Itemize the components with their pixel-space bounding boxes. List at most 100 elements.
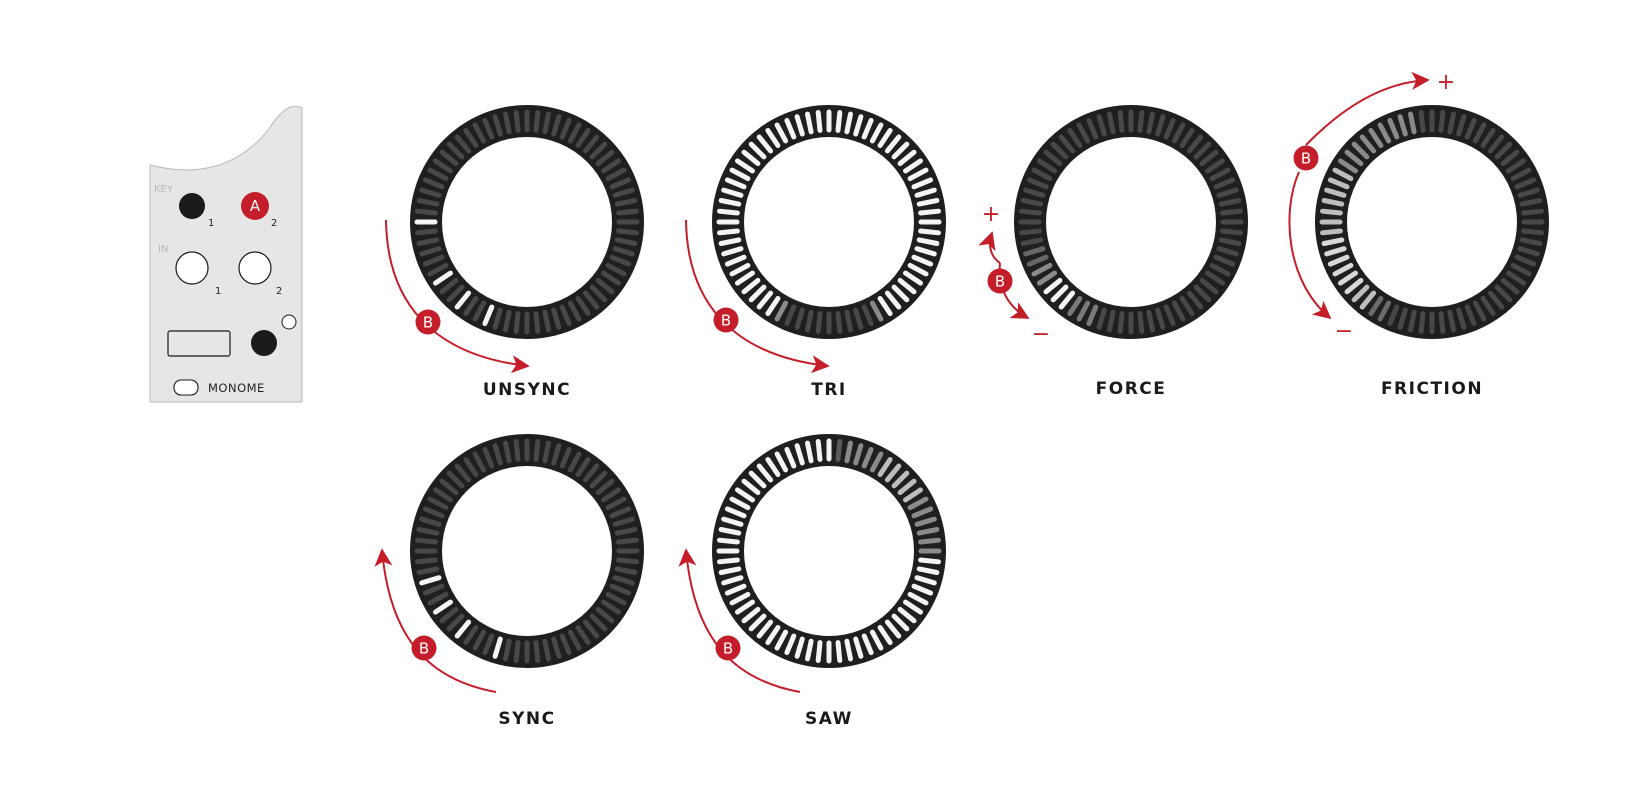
- ring-led-segment: [1199, 277, 1219, 295]
- ring-led-segment: [1472, 300, 1487, 322]
- ring-led-segment: [492, 307, 503, 330]
- ring-led-segment: [1050, 284, 1069, 303]
- ring-led-segment: [884, 463, 902, 483]
- ring-led-segment: [589, 141, 608, 160]
- ring-led-segment: [595, 478, 615, 496]
- ring-led-segment: [614, 198, 638, 207]
- in-1-jack[interactable]: [175, 251, 209, 285]
- ring-led-segment: [416, 566, 440, 575]
- ring-led-segment: [853, 443, 864, 466]
- ring-led-segment: [735, 158, 755, 174]
- ring-led-segment: [891, 141, 910, 160]
- ring-led-segment: [756, 134, 774, 154]
- force-arrow: + B −: [978, 202, 1050, 347]
- ring-led-segment: [869, 122, 884, 144]
- badge-b-text: B: [1301, 150, 1311, 168]
- ring-led-segment: [595, 606, 615, 624]
- ring-led-segment: [446, 141, 465, 160]
- usb-port[interactable]: [167, 330, 231, 357]
- ring-led-segment: [614, 566, 638, 575]
- ring-led-segment: [1107, 111, 1116, 135]
- ring-led-segment: [1480, 296, 1496, 316]
- ring-center: [442, 466, 612, 636]
- ring-led-segment: [835, 439, 843, 462]
- ring-led-segment: [1321, 237, 1345, 246]
- ring-led-segment: [724, 177, 747, 190]
- ring-led-segment: [903, 487, 923, 503]
- ring-led-segment: [1037, 158, 1057, 174]
- ring-led-segment: [741, 478, 761, 496]
- ring-led-segment: [533, 439, 541, 462]
- ring-led-segment: [422, 583, 445, 596]
- ring-led-segment: [1067, 296, 1083, 316]
- ring-led-segment: [601, 270, 621, 286]
- ring-led-segment: [1107, 309, 1116, 333]
- ring-led-segment: [513, 311, 521, 334]
- ring-led-segment: [1086, 117, 1099, 140]
- ring-led-segment: [844, 440, 853, 464]
- ring-led-segment: [1026, 177, 1049, 190]
- ring-led-segment: [416, 527, 440, 536]
- ring-led-segment: [605, 262, 627, 277]
- ring-led-segment: [1387, 304, 1400, 327]
- ring-led-segment: [1019, 208, 1042, 216]
- ring-led-segment: [446, 284, 465, 303]
- ring-led-segment: [1397, 307, 1408, 330]
- ring-led-segment: [1320, 208, 1343, 216]
- ring-tri: [712, 105, 946, 339]
- ring-led-segment: [616, 557, 639, 565]
- ring-led-segment: [1026, 254, 1049, 267]
- ring-led-segment: [918, 208, 941, 216]
- ring-led-segment: [1327, 177, 1350, 190]
- ring-led-segment: [419, 246, 442, 257]
- ring-led-segment: [419, 187, 442, 198]
- ring-led-segment: [784, 304, 797, 327]
- ring-led-segment: [721, 575, 744, 586]
- ring-led-segment: [903, 158, 923, 174]
- ring-led-segment: [472, 629, 487, 651]
- ring-led-segment: [1163, 117, 1176, 140]
- ring-led-segment: [1076, 300, 1091, 322]
- b-badge-icon: B: [987, 268, 1013, 294]
- ring-led-segment: [1377, 122, 1392, 144]
- ring-led-segment: [741, 606, 761, 624]
- ring-led-segment: [612, 187, 635, 198]
- ring-led-segment: [427, 496, 449, 511]
- logo-button[interactable]: [173, 379, 199, 396]
- ring-led-segment: [907, 262, 929, 277]
- ring-led-segment: [897, 478, 917, 496]
- ring-led-segment: [1023, 246, 1046, 257]
- key-1-button[interactable]: [179, 193, 205, 219]
- ring-led-segment: [427, 262, 449, 277]
- ring-led-segment: [717, 557, 740, 565]
- ring-led-segment: [1096, 307, 1107, 330]
- ring-led-segment: [1519, 237, 1543, 246]
- ring-led-segment: [907, 167, 929, 182]
- b-badge-icon: B: [411, 635, 437, 661]
- ring-led-segment: [1377, 300, 1392, 322]
- ring-led-segment: [1368, 296, 1384, 316]
- ring-led-segment: [482, 117, 495, 140]
- ring-led-segment: [503, 638, 512, 662]
- ring-led-segment: [735, 487, 755, 503]
- in-2-jack[interactable]: [238, 251, 272, 285]
- b-badge-icon: B: [415, 309, 441, 335]
- ring-led-segment: [1193, 141, 1212, 160]
- ring-led-segment: [918, 537, 941, 545]
- ring-led-segment: [609, 583, 632, 596]
- ring-led-segment: [454, 619, 472, 639]
- ring-led-segment: [765, 457, 781, 477]
- ring-led-segment: [1043, 149, 1063, 167]
- ring-led-segment: [724, 583, 747, 596]
- output-jack[interactable]: [251, 330, 277, 356]
- ring-led-segment: [784, 446, 797, 469]
- ring-led-segment: [1324, 246, 1347, 257]
- ring-led-segment: [601, 158, 621, 174]
- ring-led-segment: [446, 470, 465, 489]
- ring-led-segment: [542, 309, 551, 333]
- ring-led-segment: [844, 111, 853, 135]
- ring-led-segment: [717, 537, 740, 545]
- ring-led-segment: [756, 463, 774, 483]
- ring-led-segment: [877, 296, 893, 316]
- ring-led-segment: [914, 187, 937, 198]
